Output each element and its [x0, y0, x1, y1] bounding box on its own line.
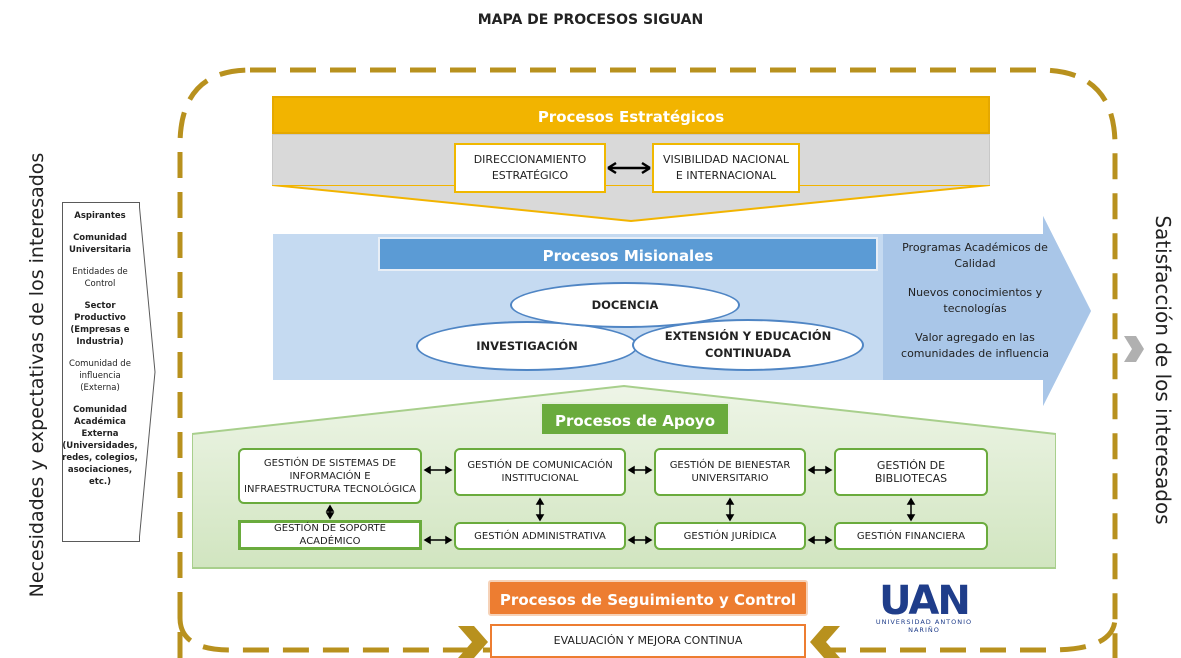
needs-label: Necesidades y expectativas de los intere…: [26, 152, 48, 598]
strategic-processes-header: Procesos Estratégicos: [272, 96, 990, 134]
stakeholder-item: Sector Productivo (Empresas e Industria): [70, 301, 130, 347]
outcome-item: Programas Académicos de Calidad: [902, 241, 1048, 270]
financial-box: GESTIÓN FINANCIERA: [834, 522, 988, 550]
stakeholder-item: Comunidad de influencia (Externa): [69, 359, 131, 393]
info-systems-box: GESTIÓN DE SISTEMAS DE INFORMACIÓN E INF…: [238, 448, 422, 504]
process-frame: [177, 67, 1118, 658]
diagram-title: MAPA DE PROCESOS SIGUAN: [477, 12, 704, 28]
visibility-box: VISIBILIDAD NACIONAL E INTERNACIONAL: [652, 143, 800, 193]
chevron-right-icon: [1124, 336, 1144, 362]
communication-box: GESTIÓN DE COMUNICACIÓN INSTITUCIONAL: [454, 448, 626, 496]
strategic-processes-arrow: [272, 185, 990, 223]
stakeholders-arrow: [139, 202, 156, 542]
academic-support-box: GESTIÓN DE SOPORTE ACADÉMICO: [238, 520, 422, 550]
control-processes-header: Procesos de Seguimiento y Control: [488, 580, 808, 616]
strategic-processes-panel: [272, 134, 990, 186]
extension-ellipse: EXTENSIÓN Y EDUCACIÓN CONTINUADA: [632, 319, 864, 371]
welfare-box: GESTIÓN DE BIENESTAR UNIVERSITARIO: [654, 448, 806, 496]
outcome-item: Valor agregado en las comunidades de inf…: [901, 331, 1049, 360]
support-processes-header: Procesos de Apoyo: [540, 402, 730, 436]
teaching-ellipse: DOCENCIA: [510, 282, 740, 328]
chevron-left-icon: [810, 626, 840, 658]
research-ellipse: INVESTIGACIÓN: [416, 321, 638, 371]
legal-box: GESTIÓN JURÍDICA: [654, 522, 806, 550]
libraries-box: GESTIÓN DE BIBLIOTECAS: [834, 448, 988, 496]
chevron-right-icon: [458, 626, 488, 658]
stakeholder-item: Entidades de Control: [72, 267, 128, 289]
stakeholder-item: Aspirantes: [74, 211, 126, 221]
strategic-direction-box: DIRECCIONAMIENTO ESTRATÉGICO: [454, 143, 606, 193]
double-arrow-icon: [607, 161, 651, 175]
stakeholder-item: Comunidad Universitaria: [69, 233, 131, 255]
mission-processes-header: Procesos Misionales: [378, 237, 878, 271]
administrative-box: GESTIÓN ADMINISTRATIVA: [454, 522, 626, 550]
stakeholder-item: Comunidad Académica Externa (Universidad…: [62, 405, 138, 487]
satisfaction-label: Satisfacción de los interesados: [1151, 215, 1175, 525]
outcome-item: Nuevos conocimientos y tecnologías: [907, 286, 1043, 315]
uan-logo: UAN UNIVERSIDAD ANTONIO NARIÑO: [875, 578, 973, 634]
evaluation-box: EVALUACIÓN Y MEJORA CONTINUA: [490, 624, 806, 658]
stakeholders-list: Aspirantes Comunidad Universitaria Entid…: [62, 210, 138, 498]
